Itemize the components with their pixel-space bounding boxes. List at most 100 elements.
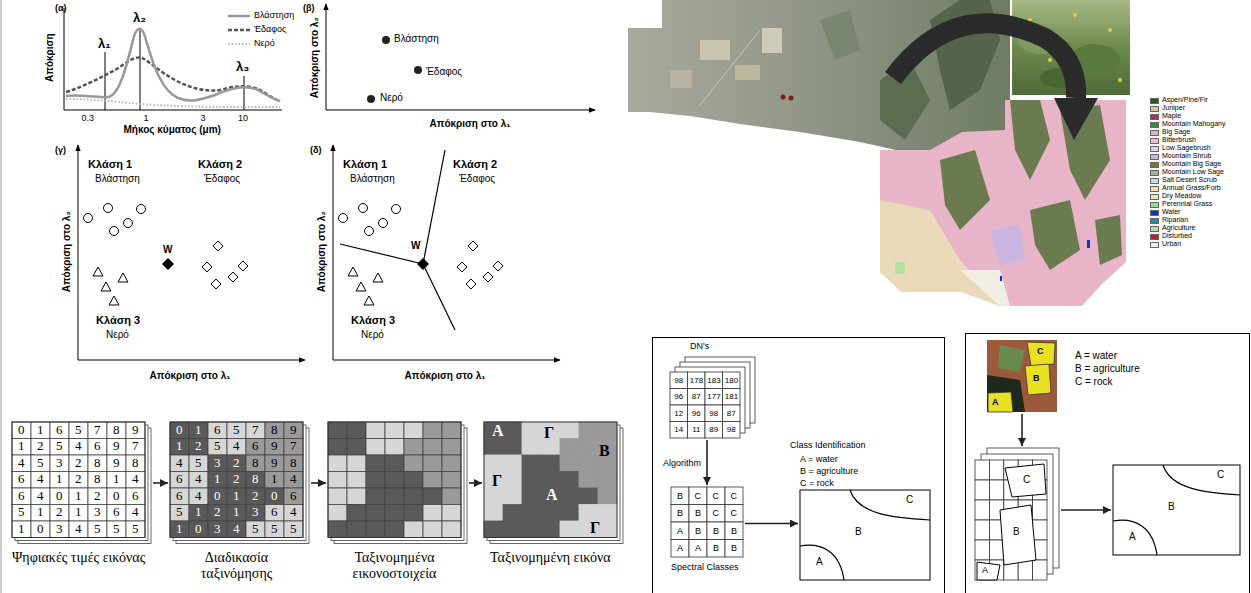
digit-cell: 6 — [176, 472, 183, 487]
class-cell: C — [731, 508, 738, 518]
grid-cell — [671, 522, 689, 540]
grid-cell — [88, 488, 107, 505]
node-text: Γ — [590, 519, 600, 537]
grid-cell — [170, 472, 189, 489]
grid-cell — [975, 480, 989, 500]
grid-cell — [1018, 560, 1032, 580]
digit-cell: 5 — [18, 505, 25, 520]
digit-cell: 9 — [132, 423, 139, 438]
grid-cell — [688, 405, 706, 422]
grid-cell — [328, 439, 347, 456]
grid-cell — [50, 505, 69, 522]
grid-cell — [725, 505, 743, 523]
panel-letter: (α) — [55, 3, 67, 13]
scatter-plot — [326, 4, 327, 110]
grid-cell — [50, 422, 69, 439]
grid-cell — [484, 505, 503, 522]
node-text: Γ — [544, 424, 554, 442]
classified-map — [880, 200, 1000, 306]
node-text: A — [982, 565, 988, 575]
digit-cell: 0 — [214, 489, 221, 504]
grid-cell — [347, 488, 366, 505]
grid-cell — [975, 540, 989, 560]
grid-cell — [560, 455, 579, 472]
classified-map — [990, 225, 1025, 265]
grid-cell — [503, 455, 522, 472]
grid-cell — [689, 505, 707, 523]
grid-cell — [522, 455, 541, 472]
grid-cell — [671, 487, 689, 505]
grid-cell — [88, 422, 107, 439]
grid-cell — [227, 455, 246, 472]
digit-cell: 5 — [75, 423, 82, 438]
digit-cell: 7 — [94, 423, 101, 438]
grid-cell — [246, 505, 265, 522]
digit-cell: 5 — [94, 522, 101, 537]
node-text: Γ — [492, 472, 502, 490]
vegetation-photo — [1118, 78, 1122, 82]
class-scatter — [373, 273, 383, 282]
grid-cell — [246, 521, 265, 538]
grid-cell — [227, 439, 246, 456]
legend-swatch — [1150, 114, 1159, 120]
grid-cell — [1033, 500, 1047, 520]
axis-title: Απόκριση στο λ₂ — [60, 211, 72, 292]
digit-cell: 2 — [94, 489, 101, 504]
vegetation-photo — [1108, 28, 1112, 32]
grid-cell — [541, 472, 560, 489]
class-scatter — [101, 282, 111, 291]
class-cell: C — [695, 491, 702, 501]
class-key: C = rock — [1075, 376, 1113, 388]
satellite-image — [987, 375, 1025, 412]
grid-cell — [170, 422, 189, 439]
aerial-image — [735, 65, 760, 80]
band-polygons — [1005, 464, 1046, 497]
grid-cell — [88, 472, 107, 489]
grid-cell — [31, 505, 50, 522]
class-cell: A — [677, 543, 683, 553]
caption: Ψηφιακές τιμές εικόνας — [12, 550, 145, 566]
grid-cell — [50, 439, 69, 456]
node-text: A — [816, 556, 823, 568]
node-text: C — [1023, 474, 1030, 486]
digit-cell: 4 — [37, 472, 44, 487]
grid-border — [12, 422, 145, 538]
legend-text: Mountain Mahogany — [1162, 120, 1225, 128]
legend-text: Juniper — [1162, 104, 1185, 112]
legend-sample — [228, 43, 250, 45]
grid-cell — [707, 540, 725, 558]
dn-value: 177 — [707, 392, 720, 401]
grid-cell — [69, 455, 88, 472]
grid-cell — [598, 521, 617, 538]
legend-text: Annual Grass/Forb — [1162, 184, 1221, 192]
digit-cell: 1 — [195, 505, 202, 520]
axis-title: Απόκριση στο λ₁ — [150, 370, 231, 382]
grid-cell — [328, 488, 347, 505]
pixel-grid: Διαδικασία ταξινόμησης — [170, 422, 309, 544]
digit-cell: 5 — [214, 439, 221, 454]
digit-cell: 1 — [18, 522, 25, 537]
axis-title: Απόκριση στο λ₂ — [308, 17, 320, 98]
grid-cell — [208, 488, 227, 505]
dn-value: 14 — [674, 425, 683, 434]
grid-cell — [484, 455, 503, 472]
grid-cell — [579, 439, 598, 456]
class-map-outline — [1113, 465, 1240, 555]
grid-cell — [208, 439, 227, 456]
grid-cell — [385, 472, 404, 489]
class-scatter — [364, 296, 374, 305]
dn-value: 183 — [707, 376, 720, 385]
grid-cell — [12, 439, 31, 456]
digit-cell: 8 — [271, 423, 278, 438]
grid-cell — [522, 505, 541, 522]
digit-cell: 5 — [176, 505, 183, 520]
legend-swatch — [1150, 202, 1159, 208]
panel-letter: (δ) — [310, 145, 321, 155]
scatter-plot — [326, 110, 595, 111]
grid-cell — [284, 521, 303, 538]
digit-cell: 7 — [290, 439, 297, 454]
connector — [469, 482, 482, 484]
digit-cell: 9 — [113, 456, 120, 471]
legend-text: Νερό — [254, 38, 275, 48]
